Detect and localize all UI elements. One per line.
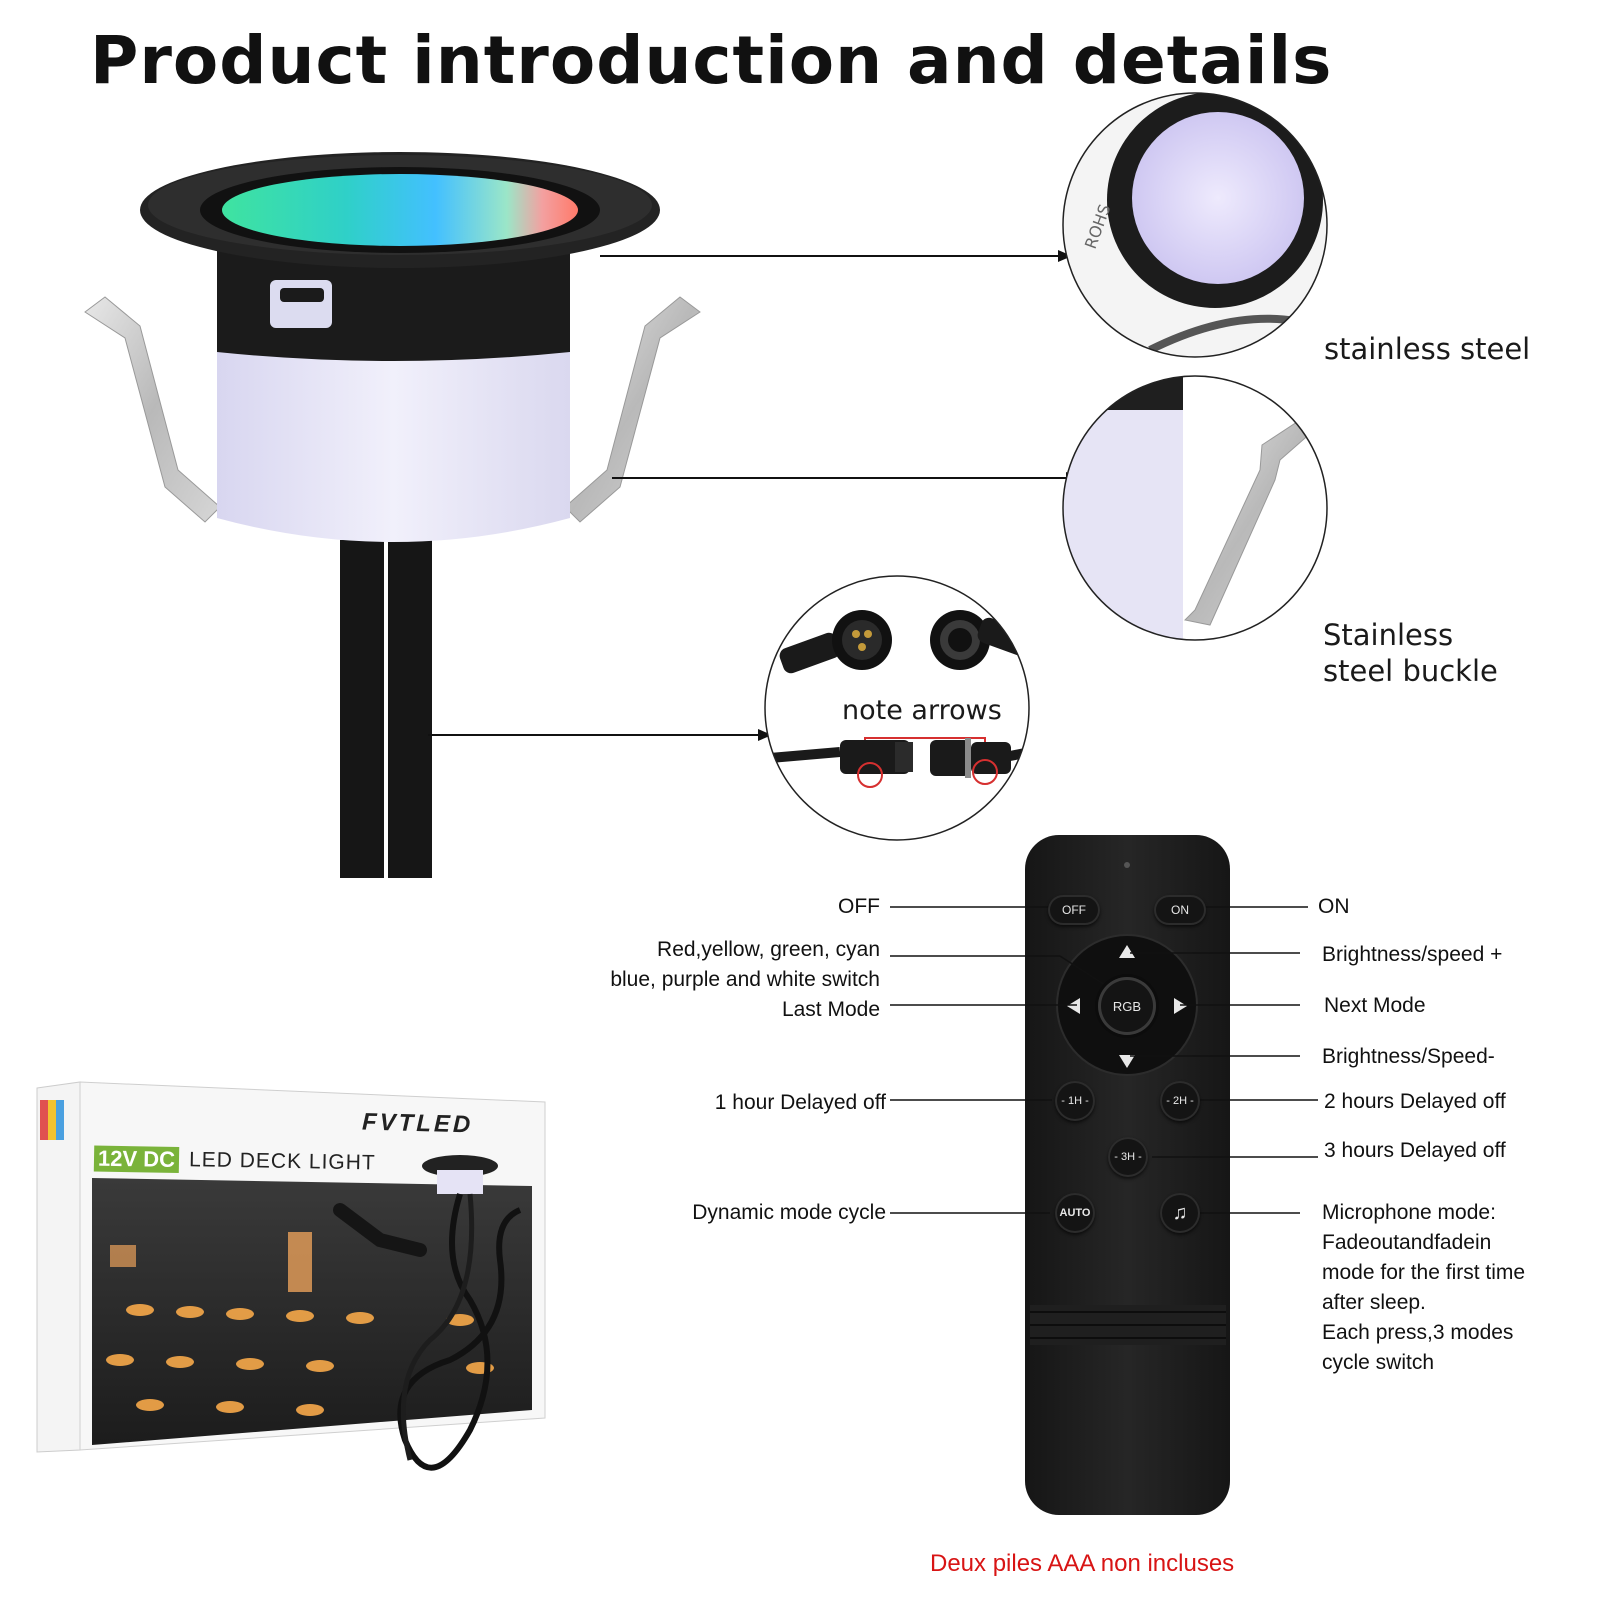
mic-line-5: Each press,3 modes: [1322, 1321, 1514, 1344]
mic-line-6: cycle switch: [1322, 1351, 1435, 1374]
on-button[interactable]: ON: [1154, 895, 1206, 925]
delay-3h-button[interactable]: - 3H -: [1108, 1137, 1148, 1177]
label-next-mode: Next Mode: [1324, 994, 1426, 1017]
package-product-name: LED DECK LIGHT: [188, 1148, 376, 1175]
rgb-button[interactable]: RGB: [1098, 977, 1156, 1035]
delay-1h-button[interactable]: - 1H -: [1055, 1081, 1095, 1121]
microphone-button[interactable]: ♫: [1160, 1193, 1200, 1233]
page-title: Product introduction and details: [90, 22, 1333, 99]
callout-buckle-line2: steel buckle: [1323, 654, 1498, 688]
brightness-down-button[interactable]: [1107, 1044, 1147, 1070]
label-brightness-up: Brightness/speed +: [1322, 943, 1503, 966]
callout-stainless-steel: stainless steel: [1324, 332, 1531, 366]
battery-note: Deux piles AAA non incluses: [930, 1550, 1235, 1577]
package-brand-logo: FVTLED: [361, 1108, 474, 1139]
label-off: OFF: [838, 895, 880, 918]
label-delay-2h: 2 hours Delayed off: [1324, 1090, 1506, 1113]
off-button[interactable]: OFF: [1048, 895, 1100, 925]
mic-line-1: Microphone mode:: [1322, 1201, 1496, 1224]
brightness-up-button[interactable]: [1107, 942, 1147, 968]
mic-line-2: Fadeoutandfadein: [1322, 1231, 1492, 1254]
label-brightness-down: Brightness/Speed-: [1322, 1045, 1495, 1068]
label-dynamic: Dynamic mode cycle: [692, 1201, 886, 1224]
label-delay-3h: 3 hours Delayed off: [1324, 1139, 1506, 1162]
label-color-switch-2: blue, purple and white switch: [610, 968, 880, 991]
callout-note-arrows: note arrows: [838, 695, 1006, 726]
auto-button[interactable]: AUTO: [1055, 1193, 1095, 1233]
mic-line-4: after sleep.: [1322, 1291, 1426, 1314]
callout-buckle-line1: Stainless: [1323, 618, 1454, 652]
package-voltage: 12V DC: [93, 1145, 180, 1174]
label-last-mode: Last Mode: [781, 998, 880, 1021]
label-color-switch-1: Red,yellow, green, cyan: [657, 938, 880, 961]
label-microphone-mode: Microphone mode: Fadeoutandfadein mode f…: [1322, 1198, 1525, 1378]
next-mode-button[interactable]: [1167, 992, 1193, 1020]
last-mode-button[interactable]: [1062, 992, 1088, 1020]
music-note-icon: ♫: [1172, 1201, 1188, 1224]
delay-2h-button[interactable]: - 2H -: [1160, 1081, 1200, 1121]
package-headline: 12V DC LED DECK LIGHT: [93, 1145, 376, 1177]
mic-line-3: mode for the first time: [1322, 1261, 1526, 1284]
label-delay-1h: 1 hour Delayed off: [714, 1091, 886, 1114]
label-on: ON: [1318, 895, 1350, 918]
